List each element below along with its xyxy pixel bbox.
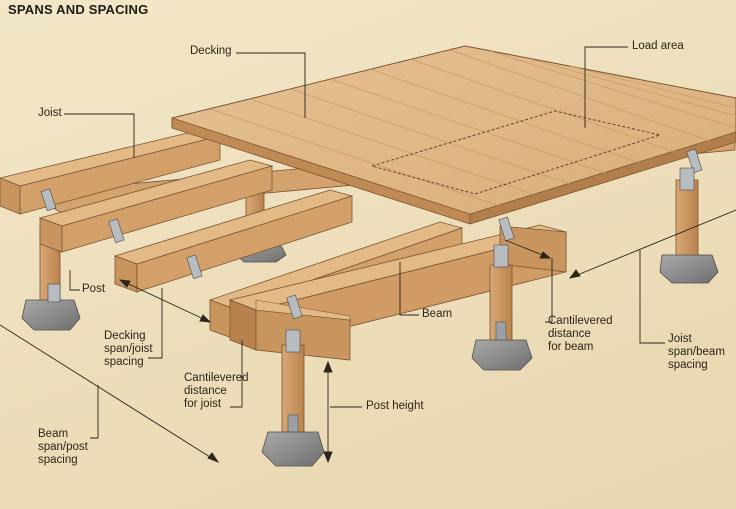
label-cantilever-joist-line1: Cantilevered: [184, 372, 249, 384]
label-post: Post: [82, 283, 106, 295]
label-joist: Joist: [38, 107, 62, 119]
leader-lines: [64, 46, 665, 439]
beam-leader: [399, 262, 419, 316]
load-area-leader: [584, 46, 628, 128]
beam-span-leader: [90, 385, 99, 439]
label-decking-span-line1: Decking: [104, 330, 146, 342]
label-joist-span-line3: spacing: [668, 359, 708, 372]
decking: [171, 45, 736, 225]
label-decking: Decking: [190, 45, 232, 57]
label-decking-span-line3: spacing: [104, 356, 144, 369]
label-joist-span: Joist span/beam spacing: [668, 333, 725, 373]
front-post-left: [261, 344, 325, 467]
joist-span-leader: [639, 250, 665, 344]
decking-leader: [236, 52, 306, 118]
load-area-outline: [370, 110, 662, 195]
joist-hangers: [40, 148, 703, 353]
joist-leader: [64, 113, 135, 158]
post-leader: [69, 270, 80, 291]
label-beam-span-line2: span/post: [38, 441, 88, 454]
label-cantilever-joist: Cantilevered distance for joist: [184, 372, 249, 412]
label-post-height: Post height: [366, 400, 424, 412]
label-cantilever-joist-line2: distance: [184, 385, 227, 398]
label-cantilever-joist-line3: for joist: [184, 398, 222, 411]
rear-post-right: [659, 179, 719, 284]
label-cantilever-beam: Cantilevered distance for beam: [548, 315, 613, 355]
dimension-lines: [0, 209, 736, 464]
label-cantilever-beam-line2: distance: [548, 328, 591, 341]
cant-joist-leader: [230, 340, 243, 408]
label-cantilever-beam-line3: for beam: [548, 341, 594, 354]
label-decking-span: Decking span/joist spacing: [104, 330, 153, 370]
label-load-area: Load area: [632, 40, 684, 52]
label-joist-span-line2: span/beam: [668, 346, 725, 359]
label-beam-span-line3: spacing: [38, 454, 78, 467]
label-beam-span: Beam span/post spacing: [38, 428, 88, 468]
label-beam: Beam: [422, 308, 453, 320]
label-decking-span-line2: span/joist: [104, 343, 153, 356]
label-joist-span-line1: Joist: [668, 333, 692, 345]
decking-span-leader: [148, 288, 163, 359]
front-beam: [228, 224, 568, 361]
diagram-title: SPANS AND SPACING: [8, 2, 149, 17]
label-beam-span-line1: Beam: [38, 428, 69, 440]
cant-beam-leader: [545, 258, 553, 323]
label-cantilever-beam-line1: Cantilevered: [548, 315, 613, 327]
front-post-right: [471, 264, 533, 371]
